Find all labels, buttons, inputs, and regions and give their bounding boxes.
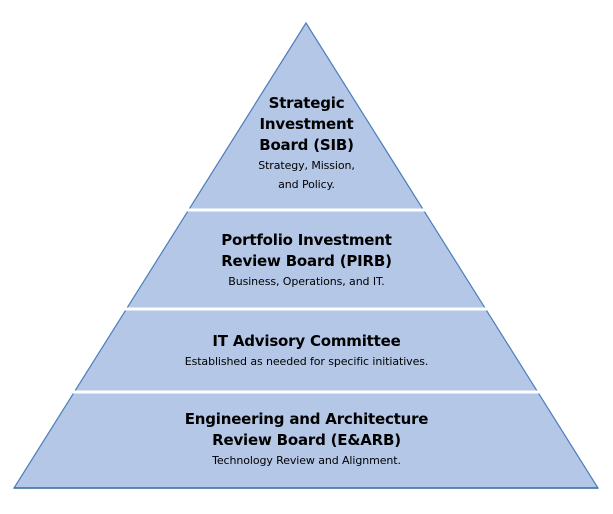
tier-title: Strategic Investment Board (SIB) — [259, 94, 354, 154]
tier-description: Strategy, Mission, and Policy. — [258, 159, 355, 191]
tier-it-advisory: IT Advisory Committee Established as nee… — [0, 331, 613, 371]
tier-sib: Strategic Investment Board (SIB) Strateg… — [0, 93, 613, 194]
tier-title: IT Advisory Committee — [212, 332, 401, 350]
tier-description: Established as needed for specific initi… — [184, 355, 429, 368]
tier-pirb: Portfolio Investment Review Board (PIRB)… — [0, 230, 613, 291]
tier-title: Portfolio Investment Review Board (PIRB) — [221, 231, 392, 270]
tier-description: Technology Review and Alignment. — [212, 454, 401, 467]
tier-description: Business, Operations, and IT. — [228, 275, 385, 288]
tier-earb: Engineering and Architecture Review Boar… — [0, 409, 613, 470]
tier-title: Engineering and Architecture Review Boar… — [184, 410, 429, 449]
